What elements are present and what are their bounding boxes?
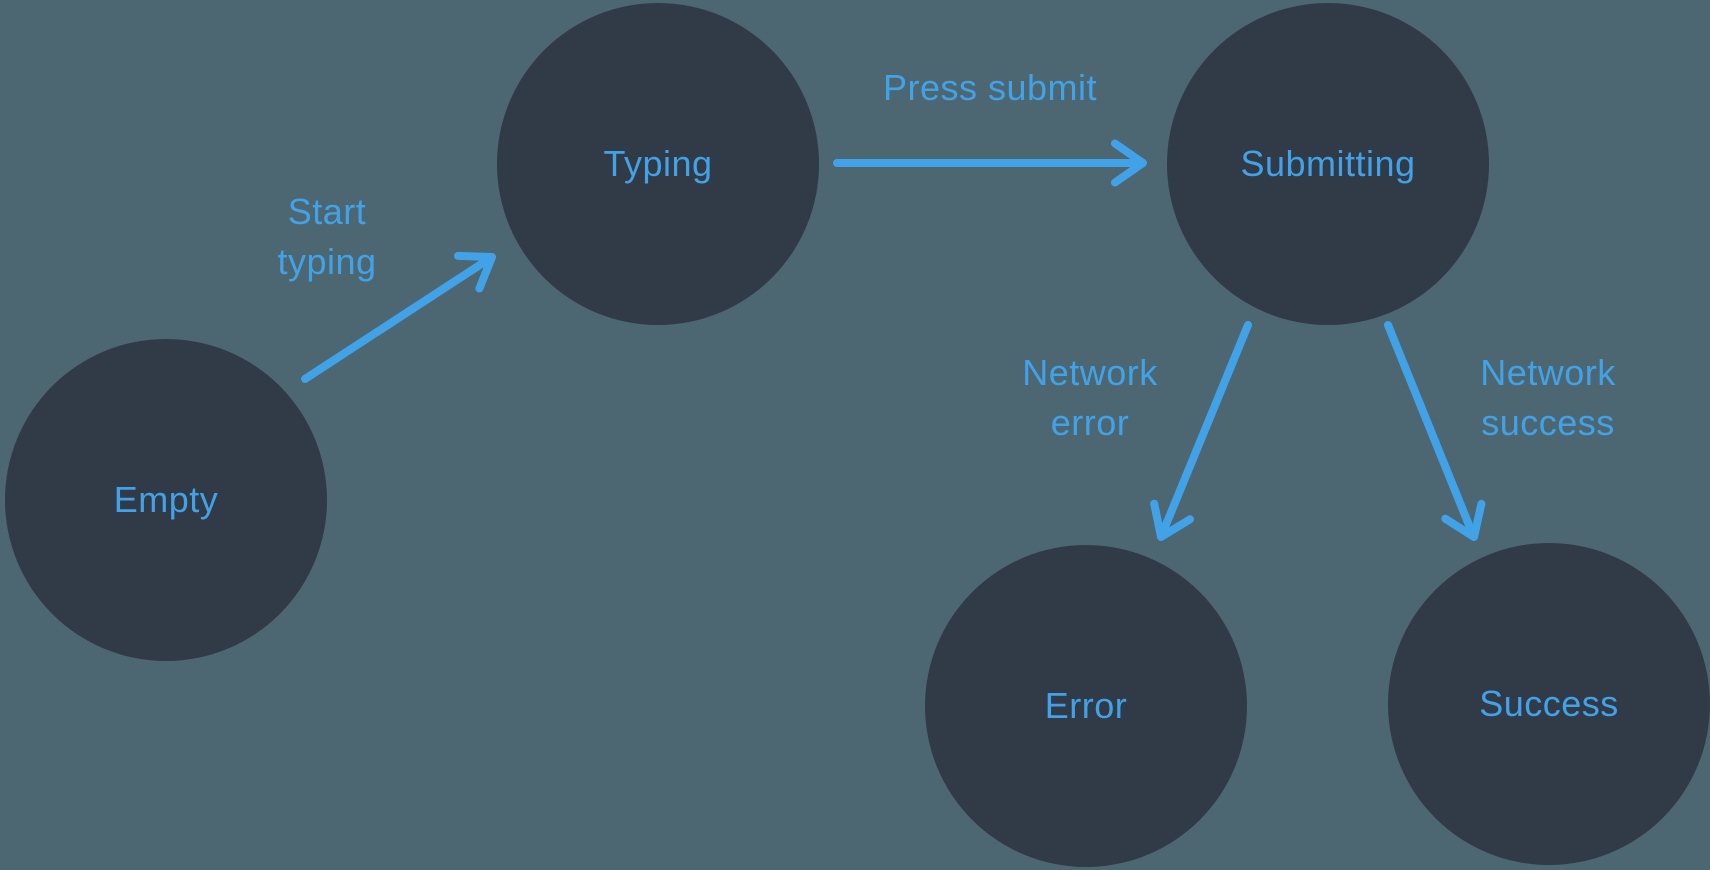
- transition-label-line: Network: [1022, 352, 1158, 393]
- state-label-submitting: Submitting: [1240, 143, 1416, 184]
- state-label-success: Success: [1479, 683, 1619, 724]
- transition-label-line: Press submit: [882, 67, 1098, 108]
- state-node-typing: Typing: [497, 3, 819, 325]
- transition-label-network-success: Network success: [1480, 348, 1616, 448]
- transition-label-line: success: [1481, 402, 1615, 443]
- transition-label-start-typing: Start typing: [277, 187, 376, 287]
- transition-label-network-error: Network error: [1022, 348, 1158, 448]
- transition-label-line: Network: [1480, 352, 1616, 393]
- state-node-submitting: Submitting: [1167, 3, 1489, 325]
- state-node-success: Success: [1388, 543, 1710, 865]
- state-label-error: Error: [1044, 685, 1128, 726]
- transition-label-line: typing: [277, 241, 377, 282]
- transition-label-line: Start: [287, 191, 367, 232]
- state-node-empty: Empty: [5, 339, 327, 661]
- transition-label-line: error: [1050, 402, 1130, 443]
- arrow-press-submit: [833, 139, 1147, 187]
- state-label-typing: Typing: [603, 143, 713, 184]
- arrow-network-error: [1150, 321, 1252, 541]
- state-node-error: Error: [925, 545, 1247, 867]
- transition-label-press-submit: Press submit: [883, 63, 1097, 113]
- arrow-network-success: [1384, 321, 1486, 541]
- state-label-empty: Empty: [113, 479, 219, 520]
